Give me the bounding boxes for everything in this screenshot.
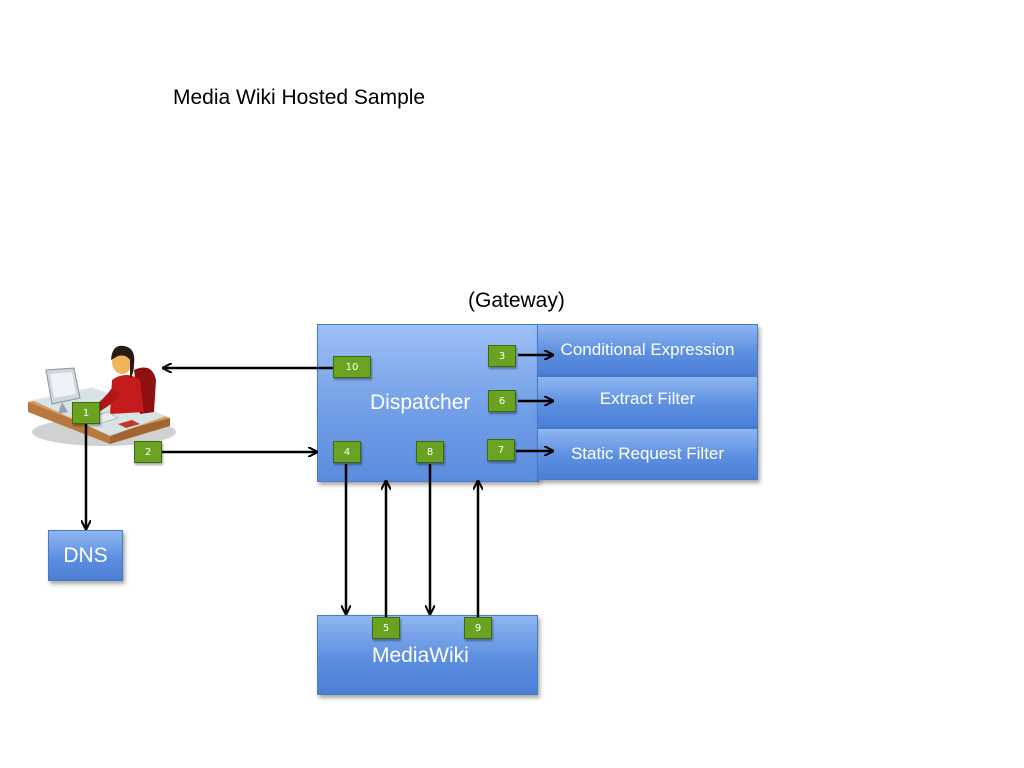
mediawiki-box: MediaWiki: [317, 615, 538, 695]
step-marker-5: 5: [372, 617, 400, 639]
filter-label: Conditional Expression: [560, 340, 735, 359]
dns-box: DNS: [48, 530, 123, 581]
step-marker-2: 2: [134, 441, 162, 463]
mediawiki-label: MediaWiki: [372, 644, 469, 667]
dns-label: DNS: [63, 543, 108, 567]
step-marker-6: 6: [488, 390, 516, 412]
gateway-label: (Gateway): [468, 289, 565, 312]
step-marker-4: 4: [333, 441, 361, 463]
slide-title: Media Wiki Hosted Sample: [173, 86, 426, 109]
step-marker-9: 9: [464, 617, 492, 639]
step-marker-8: 8: [416, 441, 444, 463]
dispatcher-label: Dispatcher: [370, 391, 471, 414]
filter-static-request: Static Request Filter: [537, 428, 758, 480]
filter-label: Extract Filter: [599, 389, 696, 408]
step-marker-10: 10: [333, 356, 371, 378]
filter-extract: Extract Filter: [537, 376, 758, 428]
step-marker-3: 3: [488, 345, 516, 367]
step-marker-7: 7: [487, 439, 515, 461]
filter-conditional-expression: Conditional Expression: [537, 324, 758, 376]
filter-label: Static Request Filter: [570, 444, 725, 463]
step-marker-1: 1: [72, 402, 100, 424]
